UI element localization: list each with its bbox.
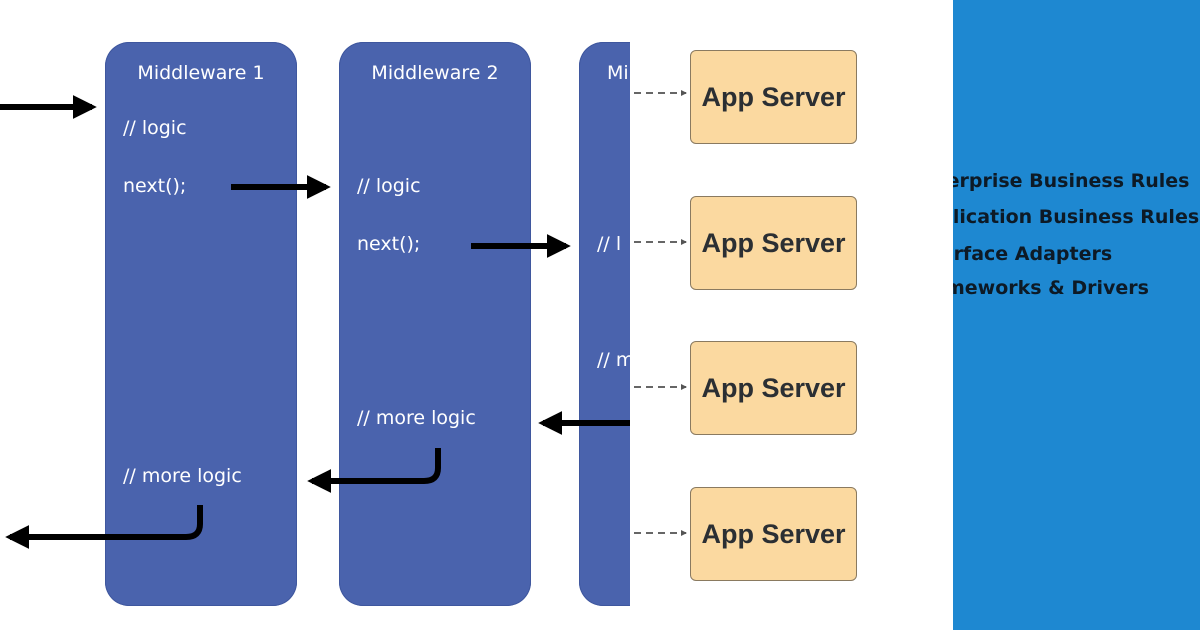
layer-enterprise-business-rules: Enterprise Business Rules	[953, 170, 1190, 192]
architecture-layers-panel: Enterprise Business Rules Application Bu…	[953, 0, 1200, 630]
middleware-2-more-logic: // more logic	[357, 407, 476, 429]
app-server-box: App Server	[690, 341, 857, 435]
app-server-box: App Server	[690, 487, 857, 581]
app-server-panel: App Server App Server App Server App Ser…	[630, 0, 953, 630]
response-out-arrow	[5, 505, 203, 549]
app-server-box: App Server	[690, 196, 857, 290]
middleware-1-next: next();	[123, 175, 187, 197]
app-server-box: App Server	[690, 50, 857, 144]
middleware-1-title: Middleware 1	[137, 62, 265, 84]
middleware-3-box: Mi // l // m	[579, 42, 630, 606]
server-dashed-arrows	[634, 90, 687, 536]
middleware-2-next: next();	[357, 233, 421, 255]
middleware-2-title: Middleware 2	[371, 62, 499, 84]
layer-application-business-rules: Application Business Rules	[953, 206, 1200, 228]
middleware-3-logic: // l	[597, 233, 622, 255]
layer-frameworks-drivers: Frameworks & Drivers	[953, 277, 1149, 299]
middleware-diagram: Middleware 1 // logic next(); // more lo…	[0, 42, 630, 606]
flow-arrows	[0, 95, 630, 549]
middleware-2-box: Middleware 2 // logic next(); // more lo…	[339, 42, 531, 606]
middleware-3-title: Mi	[607, 62, 629, 84]
middleware-3-more-logic: // m	[597, 349, 630, 371]
layer-interface-adapters: Interface Adapters	[953, 243, 1113, 265]
return-arrow-2	[307, 448, 441, 493]
middleware-2-logic: // logic	[357, 175, 421, 197]
middleware-1-more-logic: // more logic	[123, 465, 242, 487]
middleware-1-logic: // logic	[123, 117, 187, 139]
